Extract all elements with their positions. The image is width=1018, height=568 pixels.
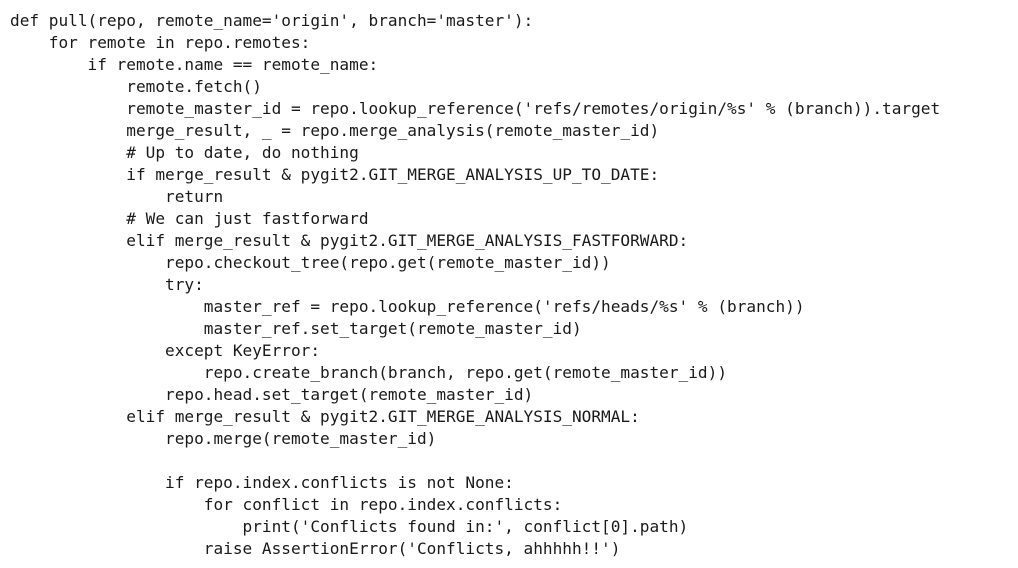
code-line: # We can just fastforward [10,209,369,228]
code-line: return [10,187,224,206]
code-line: raise AssertionError('Conflicts, ahhhhh!… [10,539,621,558]
code-line: repo.checkout_tree(repo.get(remote_maste… [10,253,611,272]
code-line: master_ref = repo.lookup_reference('refs… [10,297,805,316]
code-line: # Up to date, do nothing [10,143,359,162]
code-line: if repo.index.conflicts is not None: [10,473,514,492]
code-line: for remote in repo.remotes: [10,33,311,52]
code-block: def pull(repo, remote_name='origin', bra… [10,10,1018,560]
code-line-blank [10,450,1018,472]
code-line: def pull(repo, remote_name='origin', bra… [10,11,534,30]
code-line: for conflict in repo.index.conflicts: [10,495,563,514]
code-line: remote.fetch() [10,77,262,96]
code-line: repo.head.set_target(remote_master_id) [10,385,534,404]
code-line: elif merge_result & pygit2.GIT_MERGE_ANA… [10,231,689,250]
code-line: merge_result, _ = repo.merge_analysis(re… [10,121,660,140]
code-line: print('Conflicts found in:', conflict[0]… [10,517,689,536]
code-line: repo.merge(remote_master_id) [10,429,437,448]
code-line: if remote.name == remote_name: [10,55,379,74]
code-line: except KeyError: [10,341,321,360]
code-line: remote_master_id = repo.lookup_reference… [10,99,941,118]
code-line: master_ref.set_target(remote_master_id) [10,319,582,338]
code-line: elif merge_result & pygit2.GIT_MERGE_ANA… [10,407,640,426]
code-line: repo.create_branch(branch, repo.get(remo… [10,363,728,382]
code-line: if merge_result & pygit2.GIT_MERGE_ANALY… [10,165,660,184]
code-line: try: [10,275,204,294]
